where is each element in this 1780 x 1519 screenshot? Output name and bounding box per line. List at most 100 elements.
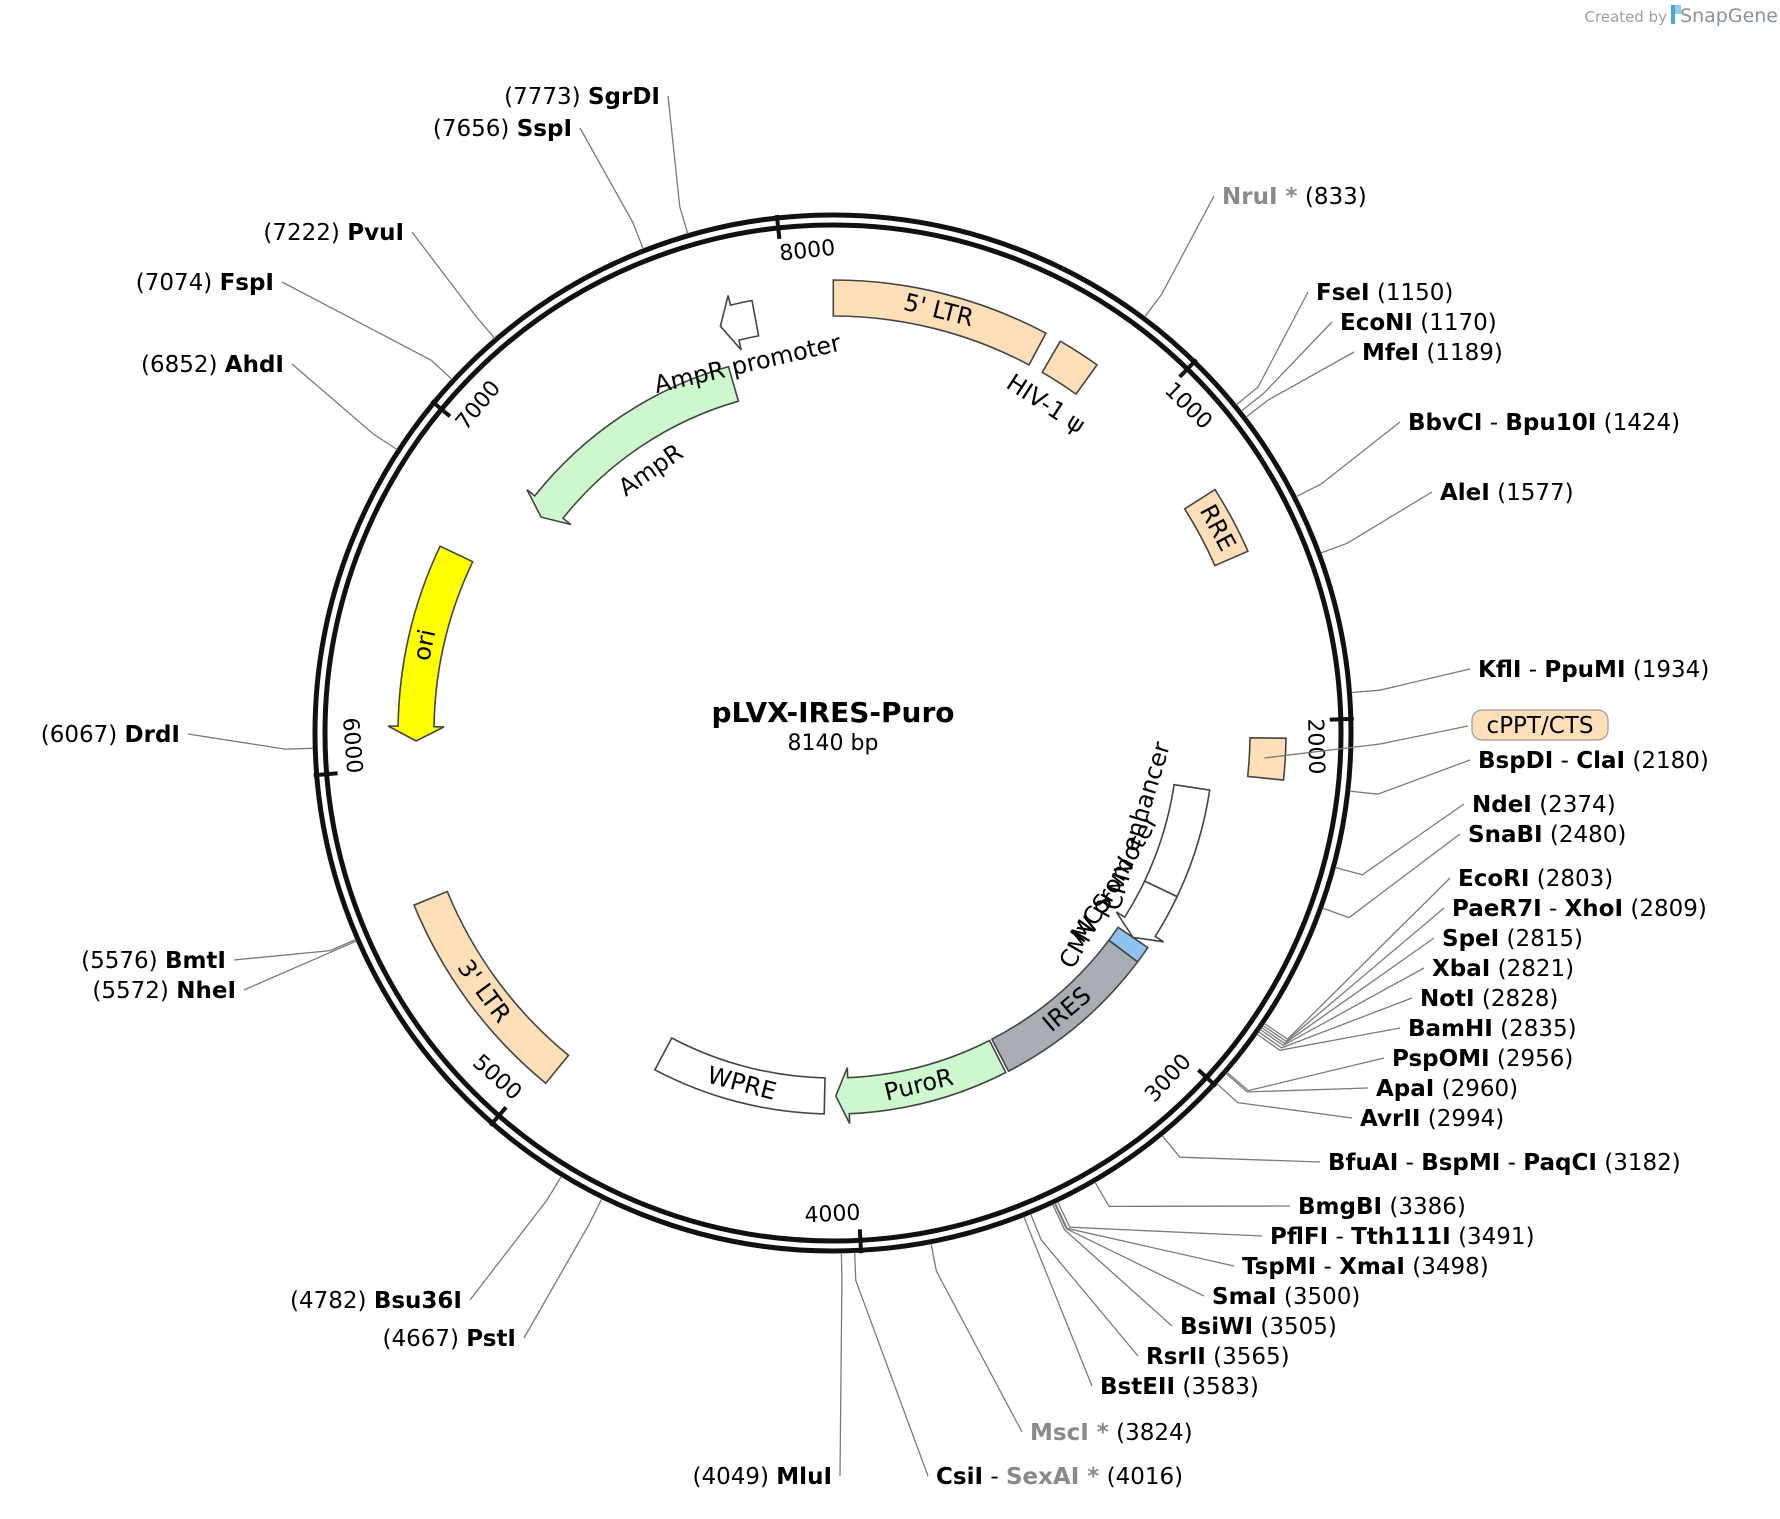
site-paer7i-xhoi[interactable]: PaeR7I - XhoI (2809): [1262, 896, 1707, 1043]
site-separator: [1597, 1150, 1604, 1176]
site-position: (2835): [1500, 1016, 1576, 1042]
site-mfei[interactable]: MfeI (1189): [1245, 340, 1503, 418]
site-sspi[interactable]: (7656) SspI: [433, 116, 644, 250]
site-label-apai: ApaI (2960): [1376, 1076, 1518, 1102]
site-bfuai-bspmi-paqci[interactable]: BfuAI - BspMI - PaqCI (3182): [1161, 1135, 1681, 1176]
site-mlui[interactable]: (4049) MluI: [693, 1252, 843, 1490]
site-label-alei: AleI (1577): [1440, 480, 1574, 506]
backbone-inner-ring: [322, 222, 1344, 1244]
site-separator: [340, 220, 347, 246]
enzyme-name: NdeI: [1472, 792, 1532, 818]
feature-cppt-cts[interactable]: [1246, 736, 1287, 781]
site-leader-bsu36i: [469, 1176, 562, 1301]
site-ecori[interactable]: EcoRI (2803): [1263, 866, 1613, 1041]
site-tspmi-xmai[interactable]: TspMI - XmaI (3498): [1054, 1202, 1489, 1280]
site-separator: -: [1328, 1224, 1351, 1250]
site-drdi[interactable]: (6067) DrdI: [41, 722, 314, 750]
site-bmgbi[interactable]: BmgBI (3386): [1094, 1181, 1466, 1220]
site-xbai[interactable]: XbaI (2821): [1259, 956, 1574, 1047]
site-bsteii[interactable]: BstEII (3583): [1023, 1216, 1259, 1400]
enzyme-name: BmtI: [165, 948, 226, 974]
site-pspomi[interactable]: PspOMI (2956): [1226, 1046, 1573, 1092]
site-bspdi-clai[interactable]: BspDI - ClaI (2180): [1349, 748, 1709, 795]
plasmid-name: pLVX-IRES-Puro: [711, 696, 954, 729]
site-position: (2374): [1539, 792, 1615, 818]
site-bsu36i[interactable]: (4782) Bsu36I: [290, 1176, 562, 1314]
feature-ampr-promoter[interactable]: [719, 295, 760, 351]
feature-ampr[interactable]: [526, 365, 740, 526]
site-psti[interactable]: (4667) PstI: [383, 1198, 603, 1352]
site-pvui[interactable]: (7222) PvuI: [263, 220, 496, 339]
site-smai[interactable]: SmaI (3500): [1053, 1203, 1361, 1311]
enzyme-name: ClaI: [1576, 748, 1625, 774]
site-label-mfei: MfeI (1189): [1362, 340, 1503, 366]
site-label-mlui: (4049) MluI: [693, 1464, 833, 1490]
site-bbvci-bpu10i[interactable]: BbvCI - Bpu10I (1424): [1295, 410, 1680, 498]
site-spei[interactable]: SpeI (2815): [1261, 926, 1583, 1045]
site-leader-ahdi: [291, 363, 398, 451]
site-avrii[interactable]: AvrII (2994): [1216, 1083, 1504, 1132]
site-econi[interactable]: EcoNI (1170): [1240, 310, 1497, 412]
feature-hiv-1[interactable]: [1041, 340, 1099, 396]
site-snabi[interactable]: SnaBI (2480): [1322, 822, 1627, 919]
site-separator: [1382, 1194, 1389, 1220]
site-bmti[interactable]: (5576) BmtI: [81, 938, 357, 975]
enzyme-name: BfuAI: [1328, 1150, 1398, 1176]
feature-ori[interactable]: [387, 545, 474, 742]
tick-mark-3000: [1197, 1068, 1218, 1088]
site-bsiwi[interactable]: BsiWI (3505): [1052, 1204, 1337, 1340]
site-position: (2180): [1632, 748, 1708, 774]
site-position: (2821): [1498, 956, 1574, 982]
site-nrui[interactable]: NruI * (833): [1144, 184, 1367, 318]
site-label-csii-sexai: CsiI - SexAI * (4016): [936, 1464, 1183, 1490]
enzyme-name: AhdI: [225, 352, 284, 378]
feature-wpre[interactable]: [653, 1036, 826, 1115]
site-leader-noti: [1258, 997, 1413, 1049]
site-separator: -: [1553, 748, 1576, 774]
site-kfli-ppumi[interactable]: KflI - PpuMI (1934): [1351, 657, 1709, 694]
site-separator: [581, 84, 588, 110]
site-pflfi-tth111i[interactable]: PflFI - Tth111I (3491): [1057, 1201, 1535, 1250]
enzyme-name: SexAI *: [1006, 1464, 1099, 1490]
enzyme-name: DrdI: [125, 722, 180, 748]
site-label-xbai: XbaI (2821): [1432, 956, 1574, 982]
site-msci[interactable]: MscI * (3824): [930, 1243, 1193, 1446]
feature-3-ltr[interactable]: [412, 890, 570, 1085]
snapgene-logo-icon: [1671, 5, 1675, 24]
enzyme-name: AleI: [1440, 480, 1490, 506]
site-ndei[interactable]: NdeI (2374): [1335, 792, 1616, 876]
site-label-psti: (4667) PstI: [383, 1326, 517, 1352]
site-fsei[interactable]: FseI (1150): [1235, 280, 1453, 406]
site-position: (3491): [1458, 1224, 1534, 1250]
site-nhei[interactable]: (5572) NheI: [92, 940, 357, 1004]
site-position: (4049): [693, 1464, 769, 1490]
site-position: (3583): [1182, 1374, 1258, 1400]
site-label-msci: MscI * (3824): [1030, 1420, 1193, 1446]
site-sgrdi[interactable]: (7773) SgrDI: [504, 84, 689, 234]
feature-ires[interactable]: [990, 939, 1139, 1073]
site-bamhi[interactable]: BamHI (2835): [1256, 1016, 1577, 1051]
feature-puror[interactable]: [834, 1039, 1007, 1124]
site-position: (4016): [1107, 1464, 1183, 1490]
site-separator: [1623, 896, 1630, 922]
feature-rre[interactable]: [1183, 488, 1249, 567]
site-noti[interactable]: NotI (2828): [1258, 986, 1559, 1049]
site-label-bspdi-clai: BspDI - ClaI (2180): [1478, 748, 1709, 774]
enzyme-name: NotI: [1420, 986, 1475, 1012]
site-csii-sexai[interactable]: CsiI - SexAI * (4016): [854, 1252, 1183, 1491]
site-label-ecori: EcoRI (2803): [1458, 866, 1613, 892]
enzyme-name: PaqCI: [1523, 1150, 1597, 1176]
feature-cmv-promoter[interactable]: [1115, 880, 1179, 943]
site-fspi[interactable]: (7074) FspI: [136, 270, 453, 380]
site-alei[interactable]: AleI (1577): [1320, 480, 1574, 554]
enzyme-name: FspI: [220, 270, 274, 296]
site-leader-bsiwi: [1052, 1204, 1173, 1327]
site-rsrii[interactable]: RsrII (3565): [1029, 1213, 1290, 1370]
site-position: (3565): [1213, 1344, 1289, 1370]
feature-5-ltr[interactable]: [832, 279, 1047, 366]
site-position: (1424): [1604, 410, 1680, 436]
site-separator: [459, 1326, 466, 1352]
site-apai[interactable]: ApaI (2960): [1225, 1073, 1518, 1103]
site-separator: [769, 1464, 776, 1490]
site-ahdi[interactable]: (6852) AhdI: [141, 352, 398, 451]
